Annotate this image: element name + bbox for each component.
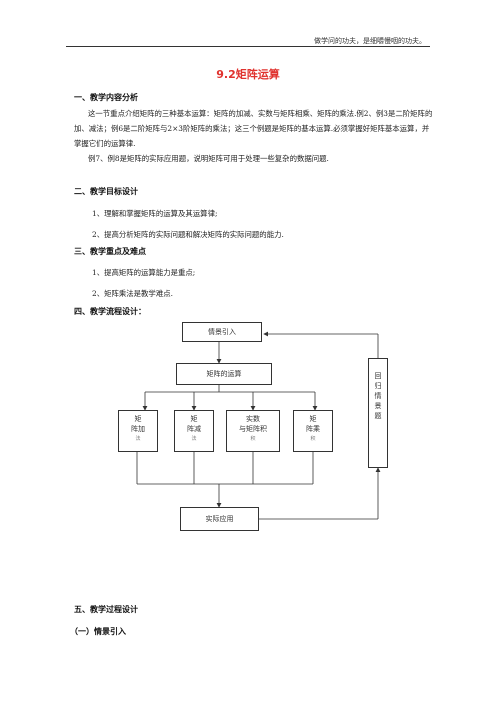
flow-box-label-line: 阵加 [131,425,145,433]
flow-box-label-line: 与矩阵积 [239,425,267,433]
flow-box-label-line: 矩 [134,415,142,423]
flow-box-label-line: 阵乘 [306,425,320,433]
key-point-item-2: 2、矩阵乘法是教学难点. [92,289,173,298]
flow-box-label-char: 题 [374,412,382,420]
flow-box-label-line: 矩 [190,415,198,423]
objective-item-1: 1、理解和掌握矩阵的运算及其运算律; [92,209,218,218]
header-rule [66,46,430,47]
flow-box-label-char: 情 [374,392,382,400]
section-heading-content-analysis: 一、教学内容分析 [74,93,138,102]
flow-box-matrix-operations: 矩阵的运算 [176,363,272,385]
flow-box-label-char: 景 [374,402,382,410]
flow-box-label-char: 回 [374,372,382,380]
flow-box-matrix-subtraction: 矩 阵减 法 [174,410,214,452]
flow-box-label-line: 积 [310,436,316,442]
section-heading-process-design: 五、教学过程设计 [74,605,138,614]
flow-box-label-line: 阵减 [187,425,201,433]
subsection-heading-scenario-intro: （一）情景引入 [70,627,126,636]
flow-box-practical-application: 实际应用 [180,507,259,531]
examples-paragraph: 例7、例8是矩阵的实际应用题，说明矩阵可用于处理一些复杂的数据问题. [88,154,329,163]
key-point-item-1: 1、提高矩阵的运算能力是重点; [92,268,196,277]
section-heading-objectives: 二、教学目标设计 [74,187,138,196]
flow-box-matrix-addition: 矩 阵加 法 [118,410,158,452]
section-heading-key-points: 三、教学重点及难点 [74,247,146,256]
flow-box-return-to-scenario: 回 归 情 景 题 [368,358,388,468]
flow-box-label-line: 积 [250,436,256,442]
flow-box-label-char: 归 [374,382,382,390]
flow-box-matrix-multiplication: 矩 阵乘 积 [293,410,333,452]
flow-box-label-line: 法 [135,436,141,442]
objective-item-2: 2、提高分析矩阵的实际问题和解决矩阵的实际问题的能力. [92,230,284,239]
flow-box-label-line: 实数 [246,415,260,423]
page-title: 9.2矩阵运算 [216,68,280,81]
page-header-quote: 做学问的功夫，是细嚼慢咽的功夫。 [314,37,426,45]
flow-box-scalar-multiplication: 实数 与矩阵积 积 [226,410,280,452]
content-analysis-paragraph: 这一节重点介绍矩阵的三种基本运算：矩阵的加减、实数与矩阵相乘、矩阵的乘法.例2、… [74,109,433,148]
flow-box-label-line: 矩 [309,415,317,423]
section-heading-flow-design: 四、教学流程设计： [74,307,146,316]
flow-box-scenario-intro: 情景引入 [182,322,262,342]
flow-box-label-line: 法 [191,436,197,442]
